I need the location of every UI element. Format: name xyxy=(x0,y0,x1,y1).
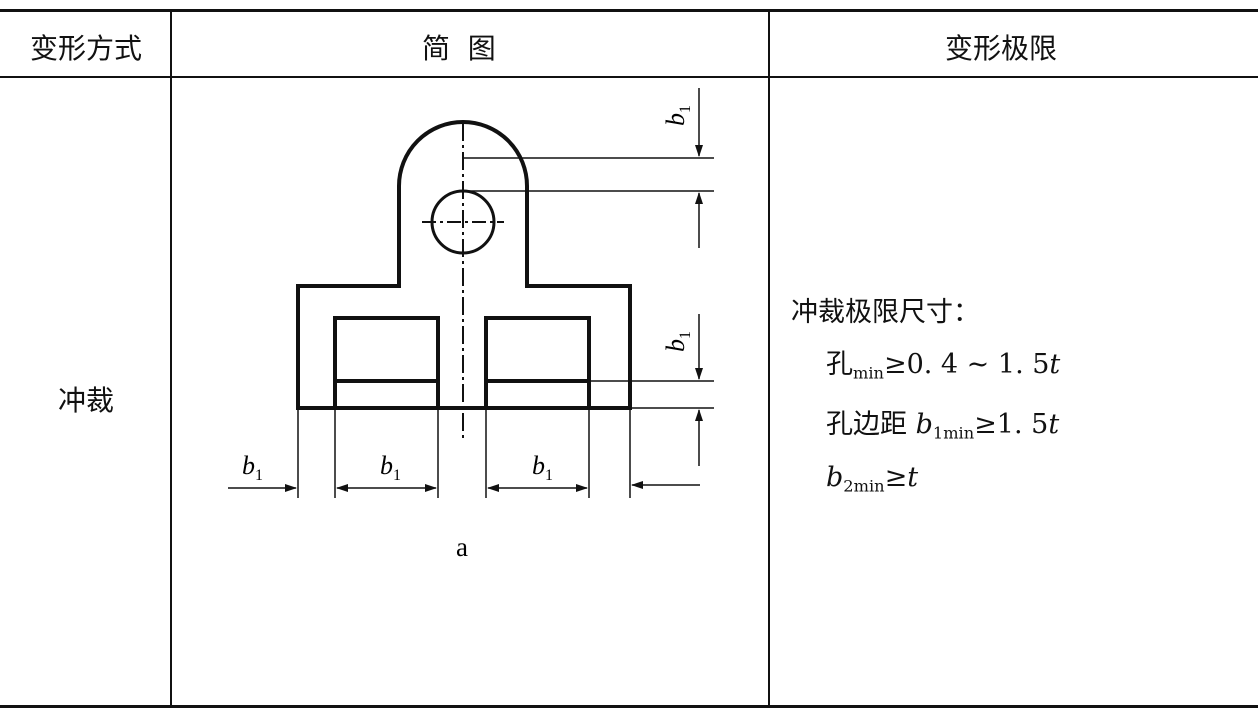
header-bottom-rule xyxy=(0,76,1258,78)
dim-label-bottom-2: b1 xyxy=(380,451,401,484)
blanking-sketch: b1 b1 b1 b1 b1 a xyxy=(228,88,714,562)
table-bottom-rule xyxy=(0,705,1258,708)
dim-label-right-1: b1 xyxy=(661,105,694,126)
limits-title: 冲裁极限尺寸： xyxy=(791,297,980,328)
header-limit: 变形极限 xyxy=(945,32,1058,65)
figure-label: a xyxy=(456,532,468,562)
bottom-extension-lines xyxy=(297,408,631,498)
column-divider-1 xyxy=(170,10,172,707)
header-sketch: 简 图 xyxy=(422,32,496,65)
dim-label-bottom-1: b1 xyxy=(242,451,263,484)
right-extension-lines xyxy=(463,157,714,409)
dim-label-right-2: b1 xyxy=(661,331,694,352)
limit-hole-edge-distance: 孔边距 b1min≥1. 5t xyxy=(826,409,1060,443)
column-divider-2 xyxy=(768,10,770,707)
limit-hole-size: 孔min≥0. 4 ~ 1. 5t xyxy=(826,349,1061,383)
method-cell: 冲裁 xyxy=(58,384,115,417)
right-window xyxy=(484,316,591,410)
bottom-dimensions xyxy=(228,481,700,492)
left-window xyxy=(333,316,440,410)
table-top-rule xyxy=(0,9,1258,12)
dim-label-bottom-3: b1 xyxy=(532,451,553,484)
limit-b2: b2min≥t xyxy=(826,462,919,496)
header-method: 变形方式 xyxy=(30,32,143,65)
part-outline xyxy=(296,120,632,410)
